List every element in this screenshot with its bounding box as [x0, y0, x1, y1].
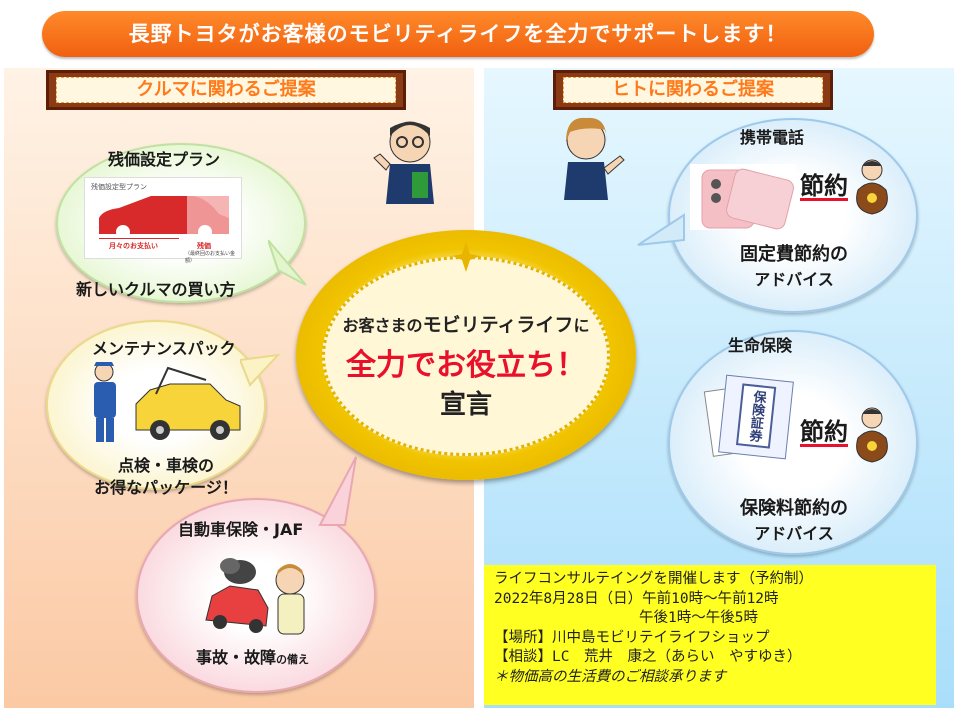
insurance-caption-main: 事故・故障 — [196, 648, 277, 667]
insurance-title: 自動車保険・JAF — [178, 520, 304, 539]
insurance-caption-small: の備え — [276, 653, 310, 666]
info-line-event: ライフコンサルテイングを開催します（予約制） — [494, 571, 813, 587]
monthly-label: 月々のお支払い — [109, 242, 158, 250]
male-staff-icon — [373, 121, 434, 204]
top-banner: 長野トヨタがお客様のモビリティライフを全力でサポートします！ — [42, 11, 874, 57]
insurance-caption: 事故・故障の備え — [196, 644, 309, 668]
fleur-ornament-icon — [452, 242, 480, 272]
phone-stamp-underline — [800, 198, 848, 201]
info-line-date-pm: 午後1時～午後5時 — [494, 610, 758, 626]
declaration-line3: 宣言 — [439, 390, 492, 420]
life-insurance-title: 生命保険 — [728, 336, 793, 355]
declaration-line1-emph: モビリティライフ — [422, 314, 574, 336]
people-proposal-heading-text: ヒトに関わるご提案 — [563, 77, 823, 103]
certificate-text: 保険証券 — [735, 383, 777, 449]
life-caption-line1: 保険料節約の — [740, 498, 848, 519]
people-proposal-heading: ヒトに関わるご提案 — [553, 70, 833, 110]
info-line-place: 【場所】川中島モビリテイライフショップ — [494, 629, 770, 646]
residual-plan-caption: 新しいクルマの買い方 — [76, 280, 236, 299]
info-line-date-am: 2022年8月28日（日）午前10時～午前12時 — [494, 590, 779, 607]
monthly-arrow — [99, 238, 179, 239]
phone-saving-stamp: 節約 — [800, 172, 848, 200]
residual-label: 残価 — [197, 242, 211, 250]
car-silhouette-icon — [99, 196, 229, 238]
insurance-bubble-tail — [318, 456, 357, 526]
residual-note: （最終回のお支払い金額） — [185, 251, 236, 264]
residual-bubble-tail — [268, 240, 307, 286]
smartphone-icon — [690, 164, 796, 230]
life-money-bag-person-icon — [856, 407, 888, 463]
accident-car-with-person-icon — [205, 558, 305, 635]
phone-bubble-tail — [637, 213, 685, 246]
residual-plan-card: 残価設定型プラン 月々のお支払い 残価 （最終回のお支払い金額） — [84, 177, 242, 264]
maintenance-caption-line1: 点検・車検の — [117, 456, 214, 475]
car-proposal-heading: クルマに関わるご提案 — [46, 70, 406, 110]
declaration-line1-post: に — [573, 316, 590, 335]
phone-caption-line2: アドバイス — [754, 270, 834, 289]
phone-caption-line1: 固定費節約の — [740, 244, 848, 265]
female-staff-icon — [564, 117, 625, 200]
life-saving-stamp: 節約 — [800, 418, 848, 446]
life-stamp-underline — [800, 444, 848, 447]
declaration-line1-pre: お客さまの — [342, 316, 423, 335]
info-line-note: ＊物価高の生活費のご相談承ります — [494, 668, 726, 685]
maintenance-title: メンテナンスパック — [92, 339, 236, 358]
consulting-info-box: ライフコンサルテイングを開催します（予約制） 2022年8月28日（日）午前10… — [484, 565, 936, 705]
insurance-certificate-icon: 保険証券 — [718, 374, 794, 460]
life-caption-line2: アドバイス — [754, 524, 834, 543]
maintenance-caption-line2: お得なパッケージ！ — [94, 478, 238, 497]
info-line-consultant: 【相談】LC 荒井 康之（あらい やすゆき） — [494, 649, 802, 665]
mechanic-with-car-icon — [94, 362, 241, 442]
declaration-line2: 全力でお役立ち！ — [346, 348, 586, 383]
phone-title: 携帯電話 — [740, 128, 805, 147]
maintenance-bubble-tail — [240, 353, 280, 387]
residual-card-header: 残価設定型プラン — [91, 183, 147, 191]
car-proposal-heading-text: クルマに関わるご提案 — [56, 77, 396, 103]
declaration-line1: お客さまのモビリティライフに — [330, 310, 602, 337]
declaration-seal-inner — [322, 256, 610, 456]
residual-plan-title: 残価設定プラン — [108, 150, 221, 169]
money-bag-person-icon — [856, 159, 888, 215]
